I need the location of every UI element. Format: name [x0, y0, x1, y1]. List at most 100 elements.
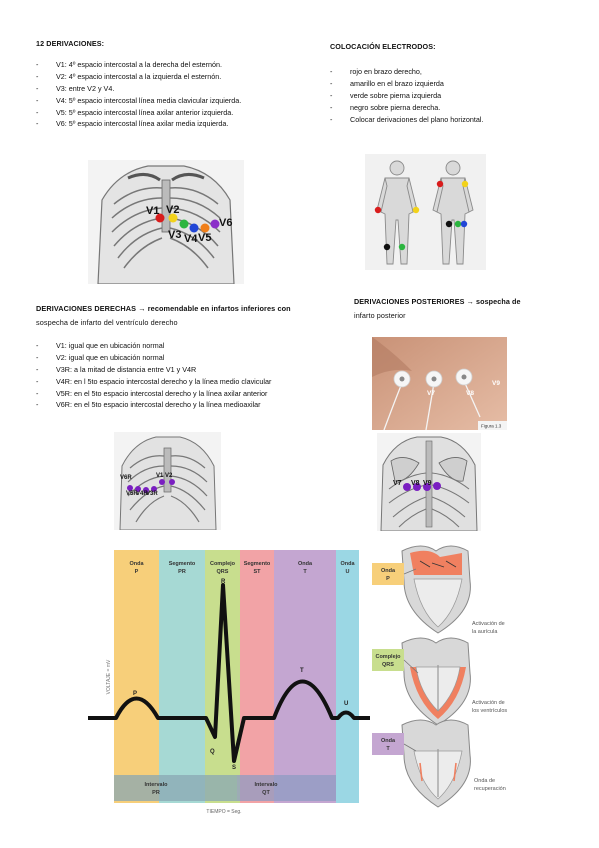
interval-label: PR [152, 790, 160, 796]
heart-tag: Onda [381, 568, 396, 574]
heart-tag: QRS [382, 662, 394, 668]
lead-label-v1: V1 [146, 205, 159, 217]
band-label: P [135, 569, 139, 575]
photo-label-v7: V7 [427, 390, 435, 397]
list-item: V1: 4º espacio intercostal a la derecha … [36, 59, 326, 71]
derechas-title-line1: DERIVACIONES DERECHAS → recomendable en … [36, 304, 291, 313]
heart-caption: Onda de [474, 778, 495, 784]
ecg-x-axis-label: TIEMPO = Seg. [206, 809, 241, 815]
band-label: Segmento [244, 561, 271, 567]
derechas-heading: DERIVACIONES DERECHAS → recomendable en … [36, 304, 291, 327]
band-label: Segmento [169, 561, 196, 567]
lead-label-v5r: V5R [126, 491, 138, 497]
heart-tag: T [386, 746, 390, 752]
list-item: V3R: a la mitad de distancia entre V1 y … [36, 364, 346, 376]
posterior-leads-photo: V7 V8 V9 Figura 1.3 [372, 337, 507, 430]
heart-caption: los ventrículos [472, 708, 507, 714]
band-segmento-pr [159, 550, 205, 803]
interval-pr-bar [114, 775, 237, 801]
list-item: V1: igual que en ubicación normal [36, 340, 346, 352]
wave-label-r: R [221, 579, 226, 585]
list-colocacion: rojo en brazo derecho, amarillo en el br… [330, 66, 570, 125]
band-label: U [346, 569, 350, 575]
posteriores-title-line2: infarto posterior [354, 311, 406, 320]
list-item: V3: entre V2 y V4. [36, 83, 326, 95]
lead-label-v6: V6 [219, 217, 232, 229]
band-label: Onda [340, 561, 355, 567]
wave-label-s: S [232, 765, 236, 771]
band-label: Onda [129, 561, 144, 567]
heart-panel-p [372, 545, 471, 634]
heart-caption: la aurícula [472, 629, 498, 635]
heart-tag: Complejo [375, 654, 401, 660]
list-derechas: V1: igual que en ubicación normal V2: ig… [36, 340, 346, 411]
band-onda-p [114, 550, 159, 803]
list-item: V2: 4º espacio intercostal a la izquierd… [36, 71, 326, 83]
list-item: V6: 5º espacio intercostal línea axilar … [36, 118, 326, 130]
lead-label-v6r: V6R [120, 475, 132, 481]
section-title-12-derivaciones: 12 DERIVACIONES: [36, 39, 105, 48]
band-label: Onda [298, 561, 313, 567]
wave-label-t: T [300, 668, 304, 674]
lead-label-v2-right: V2 [165, 473, 173, 479]
list-item: verde sobre pierna izquierda [330, 90, 570, 102]
band-onda-t [274, 550, 336, 803]
list-item: rojo en brazo derecho, [330, 66, 570, 78]
interval-qt-bar [237, 775, 336, 801]
lead-label-v3r: V3R [146, 491, 158, 497]
photo-label-v8: V8 [466, 390, 474, 397]
list-item: V5: 5º espacio intercostal línea axilar … [36, 107, 326, 119]
band-label: PR [178, 569, 186, 575]
list-item: amarillo en el brazo izquierda [330, 78, 570, 90]
lead-label-v2: V2 [166, 204, 179, 216]
heart-tag: P [386, 576, 390, 582]
lead-label-v4r: V4R [136, 491, 148, 497]
back-label-v9: V9 [423, 480, 432, 487]
lead-label-v1-right: V1 [156, 473, 164, 479]
list-item: negro sobre pierna derecha. [330, 102, 570, 114]
heart-caption: recuperación [474, 786, 506, 792]
lead-label-v4: V4 [184, 233, 198, 245]
ecg-wave-diagram: Onda P Segmento PR Complejo QRS Segmento… [88, 547, 386, 817]
band-label: Complejo [210, 561, 236, 567]
band-onda-u [336, 550, 359, 803]
precordial-chest-figure: V1 V2 V3 V4 V5 V6 [88, 160, 244, 284]
posteriores-title-line1: DERIVACIONES POSTERIORES → sospecha de [354, 297, 521, 306]
band-segmento-st [240, 550, 274, 803]
band-label: QRS [217, 569, 229, 575]
list-item: V5R: en el 5to espacio intercostal derec… [36, 388, 346, 400]
band-label: T [303, 569, 307, 575]
list-item: V2: igual que en ubicación normal [36, 352, 346, 364]
heart-tag: Onda [381, 738, 396, 744]
heart-caption: Activación de [472, 700, 505, 706]
posterior-back-figure: V7 V8 V9 [377, 433, 481, 531]
derechas-title-line2: sospecha de infarto del ventrículo derec… [36, 318, 178, 327]
limb-electrodes-figure [365, 154, 486, 270]
interval-label: Intervalo [145, 782, 169, 788]
back-label-v8: V8 [411, 480, 420, 487]
interval-label: QT [262, 790, 270, 796]
ecg-y-axis-label: VOLTAJE = mV [106, 659, 112, 694]
posteriores-heading: DERIVACIONES POSTERIORES → sospecha de i… [354, 297, 521, 320]
heart-panel-qrs [372, 637, 471, 726]
list-item: V4R: en l 5to espacio intercostal derech… [36, 376, 346, 388]
right-leads-chest-figure: V6R V2 V1 V5R V4R V3R [114, 432, 221, 530]
list-item: V6R: en el 5to espacio intercostal derec… [36, 399, 346, 411]
lead-label-v5: V5 [198, 232, 211, 244]
heart-caption: Activación de [472, 621, 505, 627]
interval-label: Intervalo [255, 782, 279, 788]
wave-label-q: Q [210, 749, 215, 755]
band-label: ST [253, 569, 261, 575]
section-title-colocacion: COLOCACIÓN ELECTRODOS: [330, 42, 436, 51]
back-label-v7: V7 [393, 480, 402, 487]
list-item: Colocar derivaciones del plano horizonta… [330, 114, 570, 126]
ecg-trace [88, 583, 386, 763]
heart-activation-diagram: Onda P Activación de la aurícula Complej… [370, 541, 518, 817]
photo-label-v9: V9 [492, 380, 500, 387]
wave-label-u: U [344, 701, 348, 707]
wave-label-p: P [133, 691, 137, 697]
list-12-derivaciones: V1: 4º espacio intercostal a la derecha … [36, 59, 326, 130]
lead-label-v3: V3 [168, 229, 181, 241]
heart-panel-t [372, 719, 471, 808]
photo-caption: Figura 1.3 [481, 424, 502, 429]
